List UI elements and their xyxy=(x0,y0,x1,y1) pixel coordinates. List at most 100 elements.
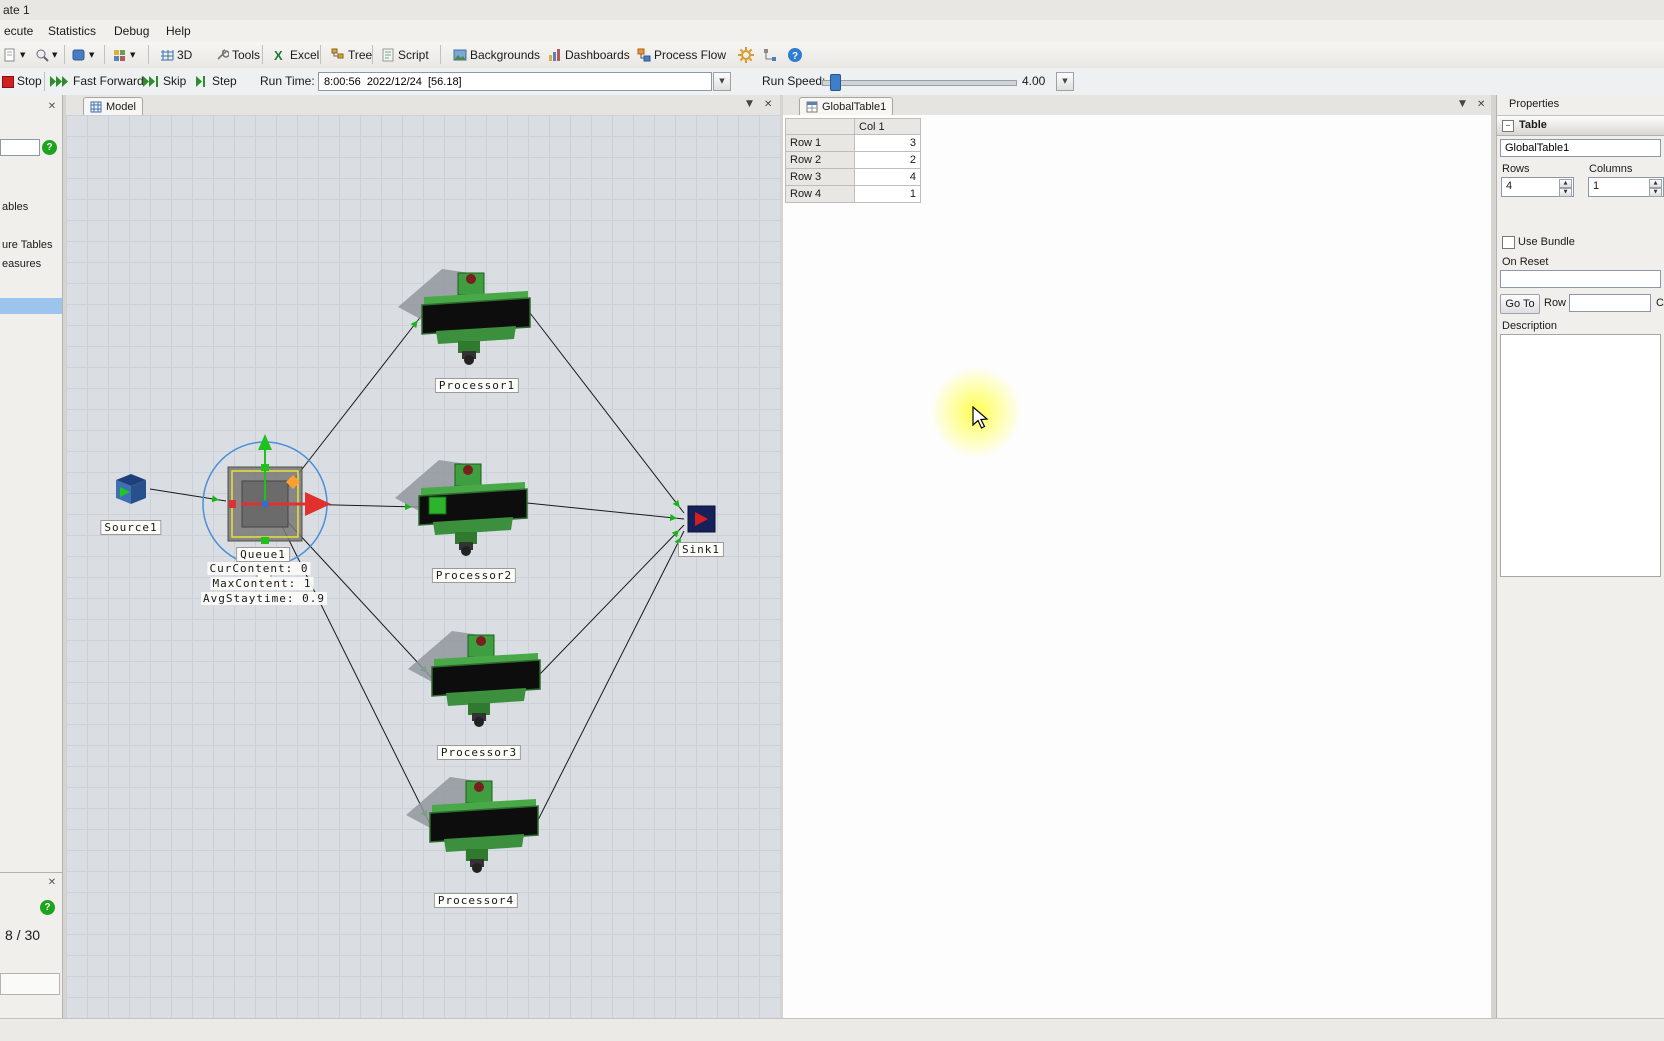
toolbox-help-icon[interactable]: ? xyxy=(42,140,57,155)
columns-spinner[interactable]: ▲▼ xyxy=(1649,179,1662,197)
properties-panel: Properties − Table Rows Columns 4 ▲▼ 1 ▲… xyxy=(1496,95,1664,1018)
go-to-label: Go To xyxy=(1505,298,1535,310)
processor-object-1[interactable] xyxy=(396,265,546,368)
table-cell[interactable]: 4 xyxy=(855,169,921,186)
source-object[interactable] xyxy=(113,471,149,510)
toolbar-separator xyxy=(262,45,263,64)
menu-execute[interactable]: ecute xyxy=(4,24,34,38)
columns-stepper[interactable]: 1 ▲▼ xyxy=(1588,177,1664,197)
toolbox-search-input[interactable] xyxy=(0,139,40,156)
skip-button[interactable]: Skip xyxy=(163,74,187,88)
on-reset-input[interactable] xyxy=(1500,270,1661,288)
flow-view-button[interactable] xyxy=(760,44,780,65)
settings-button[interactable] xyxy=(735,44,757,65)
bottom-left-panel: ✕ ? 8 / 30 xyxy=(0,872,63,1019)
view-toolbar-button[interactable]: ▼ xyxy=(110,44,138,65)
3d-button[interactable]: 3D xyxy=(157,44,195,65)
panel-help-icon[interactable]: ? xyxy=(40,900,55,915)
table-cell[interactable]: 1 xyxy=(855,186,921,203)
stop-button[interactable]: Stop xyxy=(17,74,42,88)
processor-object-3[interactable] xyxy=(406,627,556,730)
processor-graphic xyxy=(408,631,541,727)
columns-label: Columns xyxy=(1589,163,1633,175)
fast-forward-button[interactable]: Fast Forward xyxy=(73,74,144,88)
description-input[interactable] xyxy=(1500,334,1661,577)
table-cell[interactable]: 3 xyxy=(855,135,921,152)
rows-spinner[interactable]: ▲▼ xyxy=(1559,179,1572,197)
processor-2-label: Processor2 xyxy=(431,568,517,583)
mouse-cursor-icon xyxy=(972,406,989,429)
run-time-input[interactable] xyxy=(318,72,712,91)
backgrounds-icon xyxy=(453,49,467,60)
toolbox-selected-item[interactable] xyxy=(0,298,62,314)
menu-statistics[interactable]: Statistics xyxy=(48,24,97,38)
close-icon[interactable]: ✕ xyxy=(47,877,57,888)
queue-object-selected[interactable] xyxy=(185,424,345,587)
stop-icon xyxy=(2,76,14,88)
cut-toolbar-button-2[interactable]: ▼ xyxy=(32,44,60,65)
dashboards-button[interactable]: Dashboards xyxy=(545,44,633,65)
menu-debug[interactable]: Debug xyxy=(114,24,150,38)
close-icon[interactable]: ✕ xyxy=(47,101,57,112)
cut-toolbar-button-1[interactable]: ▼ xyxy=(0,44,28,65)
tab-globaltable1[interactable]: GlobalTable1 xyxy=(799,97,894,115)
menu-help[interactable]: Help xyxy=(166,24,191,38)
table-cell[interactable]: 2 xyxy=(855,152,921,169)
model-canvas[interactable]: Source1 Queue1 CurContent: 0 Max xyxy=(66,115,780,1018)
help-button[interactable]: ? xyxy=(784,44,806,65)
paint-grid-icon xyxy=(114,49,125,61)
process-flow-button[interactable]: Process Flow xyxy=(634,44,729,65)
table-name-input[interactable] xyxy=(1500,139,1661,157)
toolbar-separator xyxy=(440,45,441,64)
processor-1-label: Processor1 xyxy=(434,378,520,393)
script-icon xyxy=(382,48,394,61)
toolbox-item-measures[interactable]: easures xyxy=(2,258,42,270)
spin-down-icon[interactable]: ▼ xyxy=(1649,188,1662,197)
tree-button[interactable]: Tree xyxy=(328,44,375,65)
queue-stat-avgstaytime: AvgStaytime: 0.9 xyxy=(201,592,327,605)
toolbox-panel: ✕ ? ables ure Tables easures xyxy=(0,95,63,872)
rows-stepper[interactable]: 4 ▲▼ xyxy=(1501,177,1574,197)
global-table-tabbar: GlobalTable1 ▼ ✕ xyxy=(783,95,1491,116)
panel-field[interactable] xyxy=(0,973,60,995)
tab-list-dropdown-icon[interactable]: ▼ xyxy=(746,99,753,109)
properties-title: Properties xyxy=(1509,98,1560,110)
table-section-header[interactable]: − Table xyxy=(1497,115,1664,136)
tab-model[interactable]: Model xyxy=(83,97,143,115)
run-time-dropdown[interactable]: ▼ xyxy=(713,72,731,91)
use-bundle-checkbox[interactable] xyxy=(1502,236,1515,249)
tab-list-dropdown-icon[interactable]: ▼ xyxy=(1459,99,1466,109)
magnifier-icon xyxy=(36,49,49,62)
main-toolbar: ▼ ▼ ▼ ▼ 3D Tools X Excel Tree Script Bac… xyxy=(0,42,1664,69)
on-reset-label: On Reset xyxy=(1502,256,1549,268)
run-speed-slider-handle[interactable] xyxy=(830,74,841,91)
model-pane: Model ▼ ✕ xyxy=(66,95,780,1018)
grid-3d-icon xyxy=(161,49,174,60)
spin-down-icon[interactable]: ▼ xyxy=(1559,188,1572,197)
step-button[interactable]: Step xyxy=(212,74,237,88)
backgrounds-button[interactable]: Backgrounds xyxy=(450,44,543,65)
script-button[interactable]: Script xyxy=(378,44,432,65)
sink-object[interactable] xyxy=(686,503,718,538)
go-to-button[interactable]: Go To xyxy=(1500,294,1540,314)
global-table-content: Col 1 Row 1 3 Row 2 2 Row 3 4 Row 4 1 xyxy=(783,115,1491,1018)
processor-object-2[interactable] xyxy=(393,456,543,559)
processor-object-4[interactable] xyxy=(404,773,554,876)
toolbox-item-measure-tables[interactable]: ure Tables xyxy=(2,239,53,251)
toolbox-item-tables[interactable]: ables xyxy=(2,201,29,213)
run-speed-dropdown[interactable]: ▼ xyxy=(1056,72,1074,91)
tab-close-icon[interactable]: ✕ xyxy=(1477,99,1486,110)
spin-up-icon[interactable]: ▲ xyxy=(1649,179,1662,188)
tab-close-icon[interactable]: ✕ xyxy=(764,99,773,110)
run-speed-slider-track[interactable] xyxy=(822,80,1017,86)
go-to-row-input[interactable] xyxy=(1569,294,1651,312)
color-toolbar-button[interactable]: ▼ xyxy=(69,44,97,65)
excel-button[interactable]: X Excel xyxy=(270,44,322,65)
table-corner-cell xyxy=(785,118,855,135)
collapse-icon[interactable]: − xyxy=(1502,120,1514,132)
tools-button[interactable]: Tools xyxy=(212,44,263,65)
spin-up-icon[interactable]: ▲ xyxy=(1559,179,1572,188)
runbar-separator xyxy=(44,72,45,91)
toolbar-separator xyxy=(372,45,373,64)
excel-button-label: Excel xyxy=(290,47,320,62)
